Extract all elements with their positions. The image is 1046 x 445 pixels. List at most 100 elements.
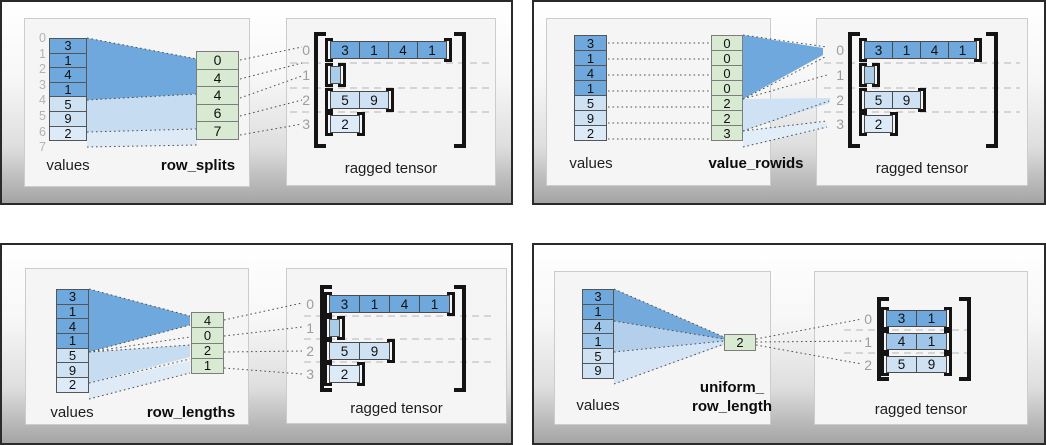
tensor-cell-empty — [864, 66, 875, 84]
value-cell: 1 — [49, 52, 87, 69]
param-cell: 0 — [711, 65, 743, 81]
values-column: 3 1 4 1 5 9 2 — [56, 289, 89, 393]
values-label: values — [576, 397, 620, 414]
value-cell: 1 — [56, 303, 89, 320]
param-cell: 6 — [196, 103, 239, 123]
param-cell: 2 — [191, 342, 224, 359]
values-column: 3 1 4 1 5 9 2 — [574, 35, 607, 141]
param-cell: 7 — [196, 121, 239, 140]
tensor-row: 2 — [325, 112, 365, 136]
param-cell: 3 — [711, 125, 743, 141]
param-label: row_lengths — [146, 404, 236, 421]
tensor-cell: 2 — [330, 115, 360, 133]
dotted-connector — [742, 120, 828, 132]
uniform-row-length-cell: 2 — [724, 334, 756, 351]
tensor-open-bracket — [848, 32, 860, 148]
row-open-bracket — [859, 63, 867, 87]
value-cell: 2 — [574, 125, 607, 141]
row-index: 2 — [836, 92, 844, 108]
tensor-cell: 3 — [330, 41, 360, 59]
tensor-cell: 1 — [916, 310, 947, 327]
row-open-bracket — [881, 330, 889, 353]
values-label: values — [50, 404, 94, 421]
tensor-label: ragged tensor — [875, 160, 969, 177]
row-splits-column: 0 4 4 6 7 — [196, 51, 239, 140]
dotted-connector — [742, 126, 828, 148]
value-cell: 1 — [574, 80, 607, 96]
fan-wedge-dark — [743, 35, 823, 99]
row-open-bracket — [324, 362, 332, 386]
dotted-connector — [86, 37, 198, 60]
row-close-bracket — [338, 63, 346, 87]
value-rowids-column: 0 0 0 0 2 2 3 — [711, 35, 743, 141]
row-index: 0 — [302, 42, 310, 58]
row-index: 1 — [836, 67, 844, 83]
panel-uniform-row-length: 3 1 4 1 5 9 2 values uniform_ row_length… — [532, 243, 1046, 445]
tensor-cell: 4 — [389, 295, 420, 313]
tensor-cell: 1 — [948, 41, 977, 59]
dotted-connector — [86, 128, 198, 133]
dotted-connector — [88, 336, 191, 353]
param-cell: 2 — [724, 334, 756, 351]
dotted-connector — [239, 62, 303, 80]
value-cell: 9 — [49, 110, 87, 127]
fan-wedge-dark — [89, 289, 190, 352]
value-index: 3 — [39, 78, 46, 92]
row-index: 2 — [306, 343, 314, 359]
tensor-row: 2 — [324, 362, 365, 386]
dotted-connector — [742, 100, 830, 132]
tensor-cell: 9 — [359, 91, 389, 109]
values-label: values — [569, 155, 613, 172]
row-open-bracket — [324, 292, 332, 316]
tensor-cell: 9 — [892, 91, 921, 109]
tensor-row-empty — [324, 316, 345, 340]
value-cell: 9 — [56, 362, 89, 379]
tensor-cell: 1 — [359, 295, 390, 313]
value-index: 7 — [39, 140, 46, 154]
tensor-cell: 5 — [886, 356, 917, 373]
param-cell: 4 — [196, 86, 239, 105]
tensor-row-empty — [325, 63, 346, 87]
dotted-connector — [223, 350, 303, 353]
tensor-row-empty — [859, 63, 880, 87]
row-index: 0 — [864, 311, 872, 327]
dotted-connector — [755, 318, 863, 340]
row-open-bracket — [325, 38, 333, 62]
dotted-connector — [613, 340, 725, 353]
param-cell: 0 — [196, 51, 239, 70]
param-label-line2: row_length — [691, 398, 772, 415]
value-cell: 5 — [49, 96, 87, 112]
values-column: 3 1 4 1 5 9 — [582, 289, 614, 379]
fan-wedge-light — [743, 122, 827, 147]
param-cell: 2 — [711, 95, 743, 111]
param-label: row_splits — [160, 157, 236, 174]
value-cell: 1 — [574, 50, 607, 66]
tensor-cell: 1 — [419, 295, 450, 313]
row-close-bracket — [944, 307, 952, 330]
tensor-close-bracket — [454, 32, 466, 148]
row-index: 1 — [864, 334, 872, 350]
row-index: 0 — [306, 296, 314, 312]
tensor-row: 3 1 4 1 — [325, 38, 452, 62]
value-index: 2 — [39, 62, 46, 76]
tensor-open-bracket — [877, 297, 889, 381]
row-index: 3 — [306, 366, 314, 382]
tensor-close-bracket — [986, 32, 998, 148]
row-open-bracket — [859, 88, 867, 112]
tensor-cell: 4 — [920, 41, 949, 59]
row-index: 3 — [302, 116, 310, 132]
row-close-bracket — [444, 38, 452, 62]
dotted-connector — [742, 74, 828, 100]
value-cell: 3 — [49, 38, 87, 54]
value-cell: 3 — [582, 289, 614, 305]
tensor-close-bracket — [959, 297, 971, 381]
tensor-cell: 5 — [329, 342, 360, 360]
dotted-connector — [613, 288, 725, 338]
value-cell: 5 — [574, 95, 607, 111]
row-close-bracket — [890, 112, 898, 136]
fan-graphics — [608, 34, 1020, 148]
dotted-connector — [86, 93, 198, 101]
param-cell: 2 — [711, 110, 743, 126]
value-cell: 5 — [56, 347, 89, 364]
